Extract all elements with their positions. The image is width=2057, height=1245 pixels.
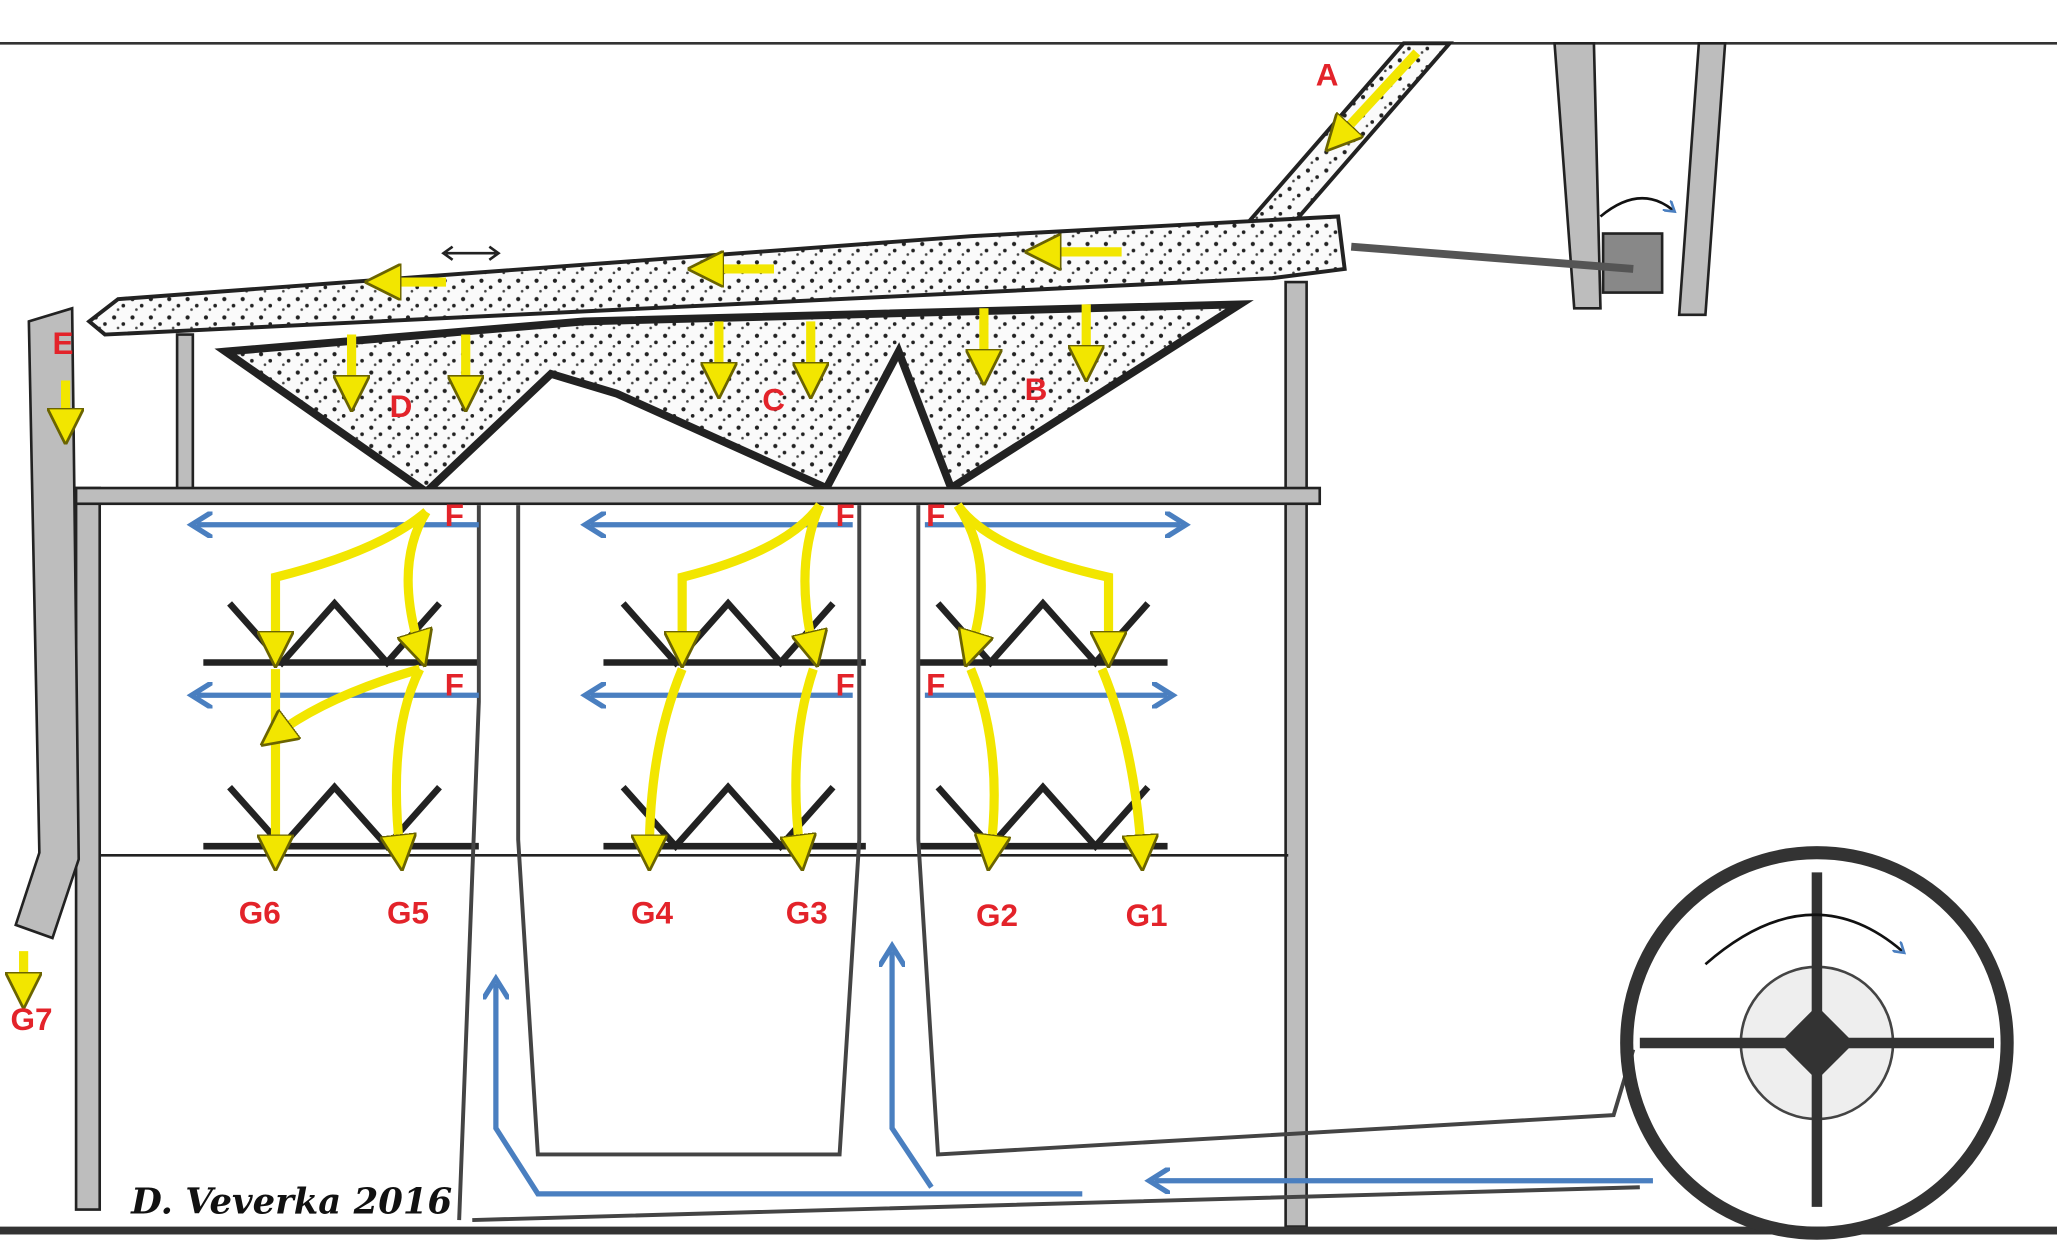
label-g5: G5 [387,896,429,931]
crank-wheel [1601,232,1664,294]
fan-housing [1620,846,2014,1240]
label-a: A [1316,57,1339,92]
support-leg [175,333,195,491]
crank-housing [1553,42,1602,310]
label-f: F [445,667,464,702]
label-b: B [1025,372,1048,407]
label-g7: G7 [10,1002,52,1037]
grain-flow-arrows [24,49,1421,990]
light-impurities-chute [14,306,81,940]
label-f: F [445,498,464,533]
label-e: E [52,326,73,361]
label-g6: G6 [239,896,281,931]
crank-housing-right [1677,42,1727,317]
connecting-rod [1350,242,1634,273]
label-d: D [390,389,413,424]
shake-direction-icon [441,245,501,261]
label-f: F [836,667,855,702]
base-rail [0,1226,2057,1235]
crank-rotation-icon [1599,197,1672,218]
label-f: F [926,667,945,702]
label-g3: G3 [786,896,828,931]
right-post [1284,280,1308,1228]
label-g1: G1 [1126,898,1168,933]
main-beam [74,486,1322,506]
air-flow-arrows [197,525,1653,1197]
fan-center [1779,1005,1855,1081]
label-f: F [926,498,945,533]
label-g2: G2 [976,898,1018,933]
label-g4: G4 [631,896,673,931]
fan-rotation-icon [1704,913,1902,966]
signature: D. Veverka 2016 [130,1181,452,1222]
air-ducts [457,505,1640,1223]
label-f: F [836,498,855,533]
label-c: C [762,383,785,418]
